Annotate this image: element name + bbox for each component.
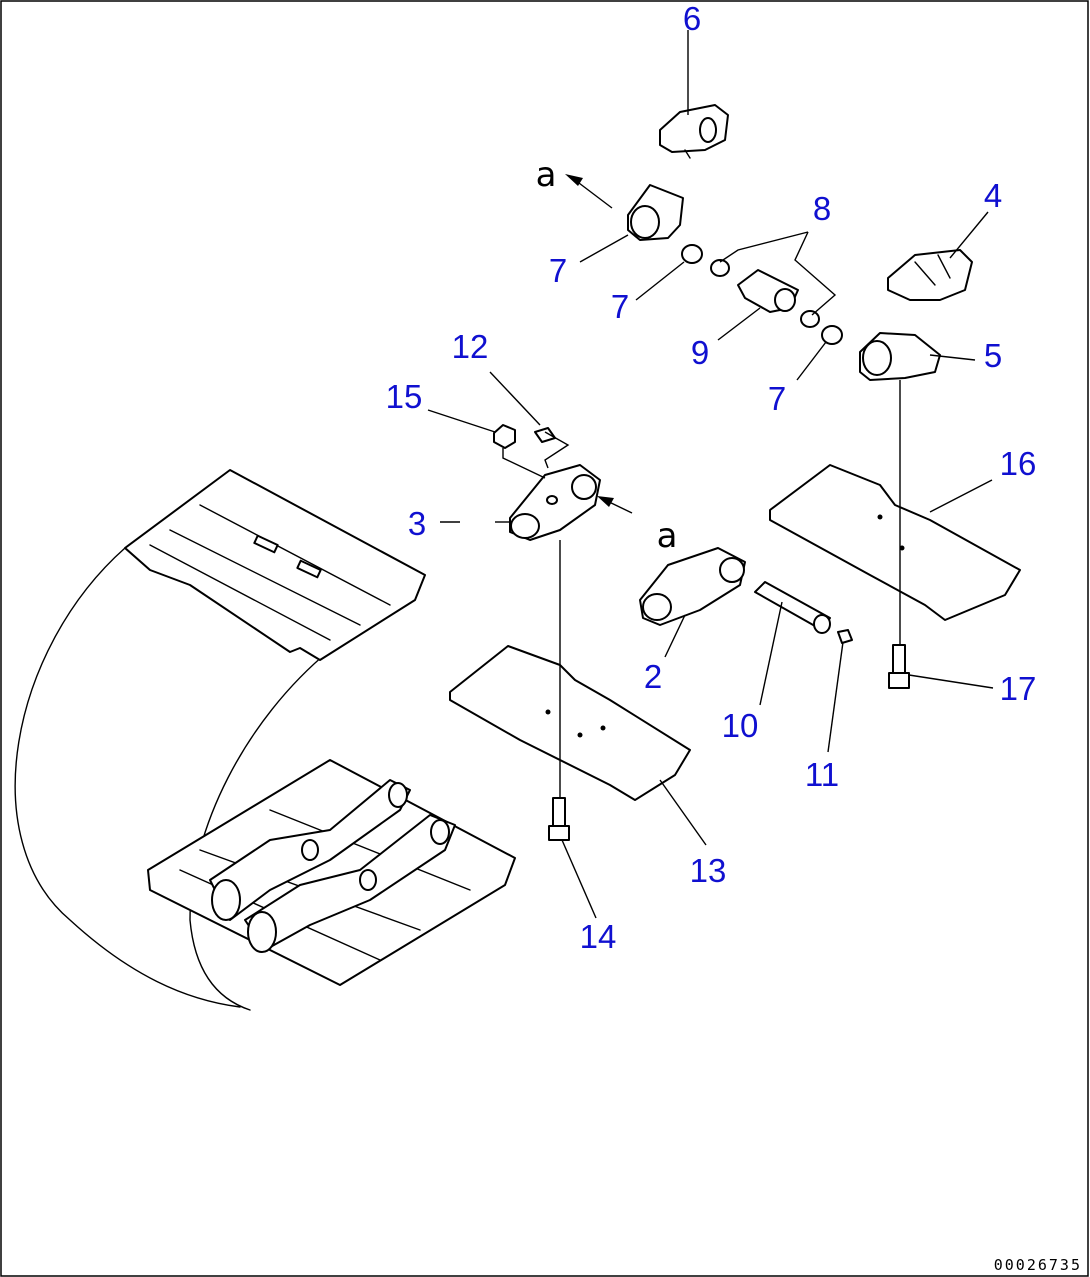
shoe-bolt-hole xyxy=(600,725,606,731)
link-end-bore xyxy=(862,340,892,376)
link-body xyxy=(887,249,973,301)
view-arrow-a-top xyxy=(574,179,613,209)
part-1-link xyxy=(639,547,746,626)
callout-8: 8 xyxy=(813,190,831,227)
part-10-pin xyxy=(754,581,831,634)
master-link-body xyxy=(659,104,729,153)
callout-15: 15 xyxy=(386,378,423,415)
view-marker-a-top: a xyxy=(536,155,557,195)
shoe-bolt-hole xyxy=(877,514,883,520)
track-assembly-illustration xyxy=(14,469,516,1011)
callout-10: 10 xyxy=(722,707,759,744)
callout-leader-lines xyxy=(427,30,994,919)
link-bushing-boss xyxy=(247,911,277,953)
part-16-shoe xyxy=(769,464,1021,621)
callout-6: 7 xyxy=(549,252,567,289)
link-pin-end xyxy=(301,839,319,861)
link-pin-end xyxy=(359,869,377,891)
callout-1: 2 xyxy=(644,658,662,695)
track-link-pair-lower xyxy=(244,814,456,951)
upper-track-shoes xyxy=(124,469,426,661)
master-link-bolt-hole xyxy=(546,495,558,505)
callout-3: 4 xyxy=(984,177,1002,214)
bushing-end xyxy=(774,288,796,312)
callout-5: 6 xyxy=(683,0,701,37)
part-11-pin xyxy=(837,629,853,644)
callout-7-right: 7 xyxy=(768,380,786,417)
part-4-link-end xyxy=(859,332,941,381)
pin-end xyxy=(813,614,831,634)
shoe-plate xyxy=(449,645,691,801)
part-8-ring-left xyxy=(710,259,730,277)
shoe-slot xyxy=(296,559,322,579)
bolt-head xyxy=(548,825,570,841)
link-pin-end xyxy=(388,782,408,808)
shoe-bolt-hole xyxy=(577,732,583,738)
bolt-shank xyxy=(892,644,906,674)
view-arrowhead-top xyxy=(565,174,583,186)
master-link-bore xyxy=(571,474,597,500)
part-5-master-link xyxy=(659,104,729,159)
bolt-head xyxy=(888,672,910,689)
callout-14: 14 xyxy=(580,918,617,955)
part-14-bolt xyxy=(548,797,570,841)
part-15-nut xyxy=(493,424,516,449)
callout-7-left: 7 xyxy=(611,288,629,325)
shoe-slot xyxy=(253,534,279,554)
callout-13: 13 xyxy=(690,852,727,889)
master-link-bore xyxy=(699,117,717,143)
link-bore xyxy=(642,593,672,621)
drawing-number: 00026735 xyxy=(994,1256,1082,1274)
master-link-tab xyxy=(684,149,691,159)
part-8-ring-right xyxy=(800,310,820,328)
callout-11: 11 xyxy=(805,756,839,793)
pin-body xyxy=(754,581,831,631)
part-6-link-end xyxy=(627,184,684,241)
link-detail xyxy=(914,254,951,286)
link-bushing-boss xyxy=(211,879,241,921)
shoe-bolt-hole xyxy=(899,545,905,551)
part-3-link xyxy=(887,249,973,301)
link-end-bore xyxy=(630,205,660,239)
track-loop-outline xyxy=(14,547,241,1008)
callout-17: 17 xyxy=(1000,670,1037,707)
part-7-seal-right xyxy=(821,325,843,345)
part-17-bolt xyxy=(888,644,910,689)
bolt-shank xyxy=(552,797,566,827)
part-12-pin xyxy=(534,427,556,443)
callout-12: 12 xyxy=(452,328,489,365)
callout-4: 5 xyxy=(984,337,1002,374)
part-2-master-link xyxy=(509,464,601,541)
part-9-bushing xyxy=(737,269,799,313)
callout-9: 9 xyxy=(691,334,709,371)
view-arrowhead-middle xyxy=(597,496,614,507)
link-bore xyxy=(719,557,745,583)
callout-2: 3 xyxy=(408,505,426,542)
upper-shoe-grousers xyxy=(149,504,391,641)
lower-track-shoes xyxy=(147,759,516,986)
link-pin-end xyxy=(430,819,450,845)
callout-16: 16 xyxy=(1000,445,1037,482)
callout-labels: 6 7 7 8 9 4 5 7 12 15 3 2 16 10 11 13 14… xyxy=(386,0,1037,955)
shoe-plate xyxy=(769,464,1021,621)
view-marker-a-middle: a xyxy=(657,516,678,556)
part-13-shoe xyxy=(449,645,691,801)
part-7-seal-left xyxy=(681,244,703,264)
master-link-bore xyxy=(510,513,540,539)
shoe-bolt-hole xyxy=(545,709,551,715)
